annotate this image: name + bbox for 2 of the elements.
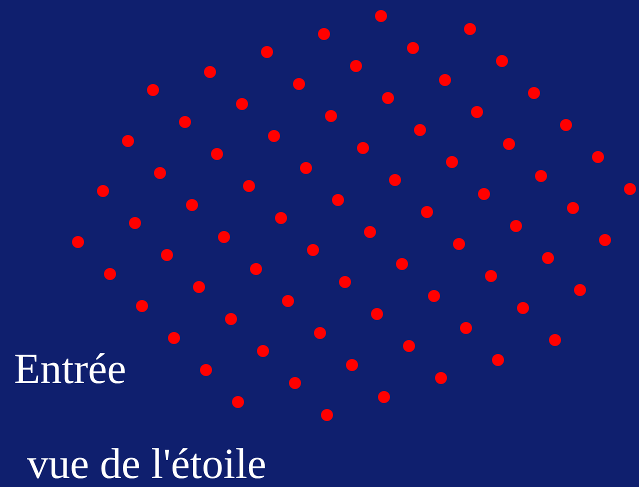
label-text: vue de l'étoile xyxy=(27,443,266,486)
label-text: Entrée xyxy=(14,348,126,391)
